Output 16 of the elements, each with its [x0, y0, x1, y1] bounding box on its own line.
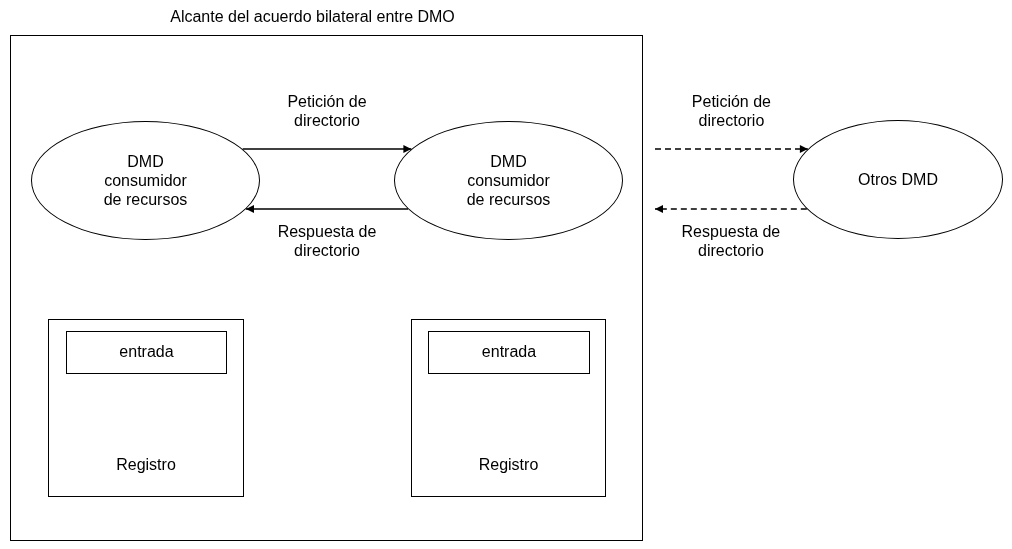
arrow — [245, 205, 409, 213]
entry-label: entrada — [480, 343, 538, 361]
registry-box — [411, 319, 606, 497]
arrow — [241, 145, 413, 153]
registry-label: Registro — [477, 456, 540, 474]
registry-label: Registro — [115, 456, 177, 474]
node-label: Otros DMD — [857, 170, 939, 189]
node-label: DMD consumidor de recursos — [465, 152, 552, 209]
frame-title: Alcante del acuerdo bilateral entre DMO — [169, 7, 456, 26]
entry-label: entrada — [118, 343, 175, 361]
arrow — [654, 145, 809, 153]
registry-box — [48, 319, 244, 497]
arrow — [654, 205, 808, 213]
entry-box — [66, 331, 227, 374]
entry-box — [428, 331, 590, 374]
node-label: DMD consumidor de recursos — [102, 152, 189, 209]
